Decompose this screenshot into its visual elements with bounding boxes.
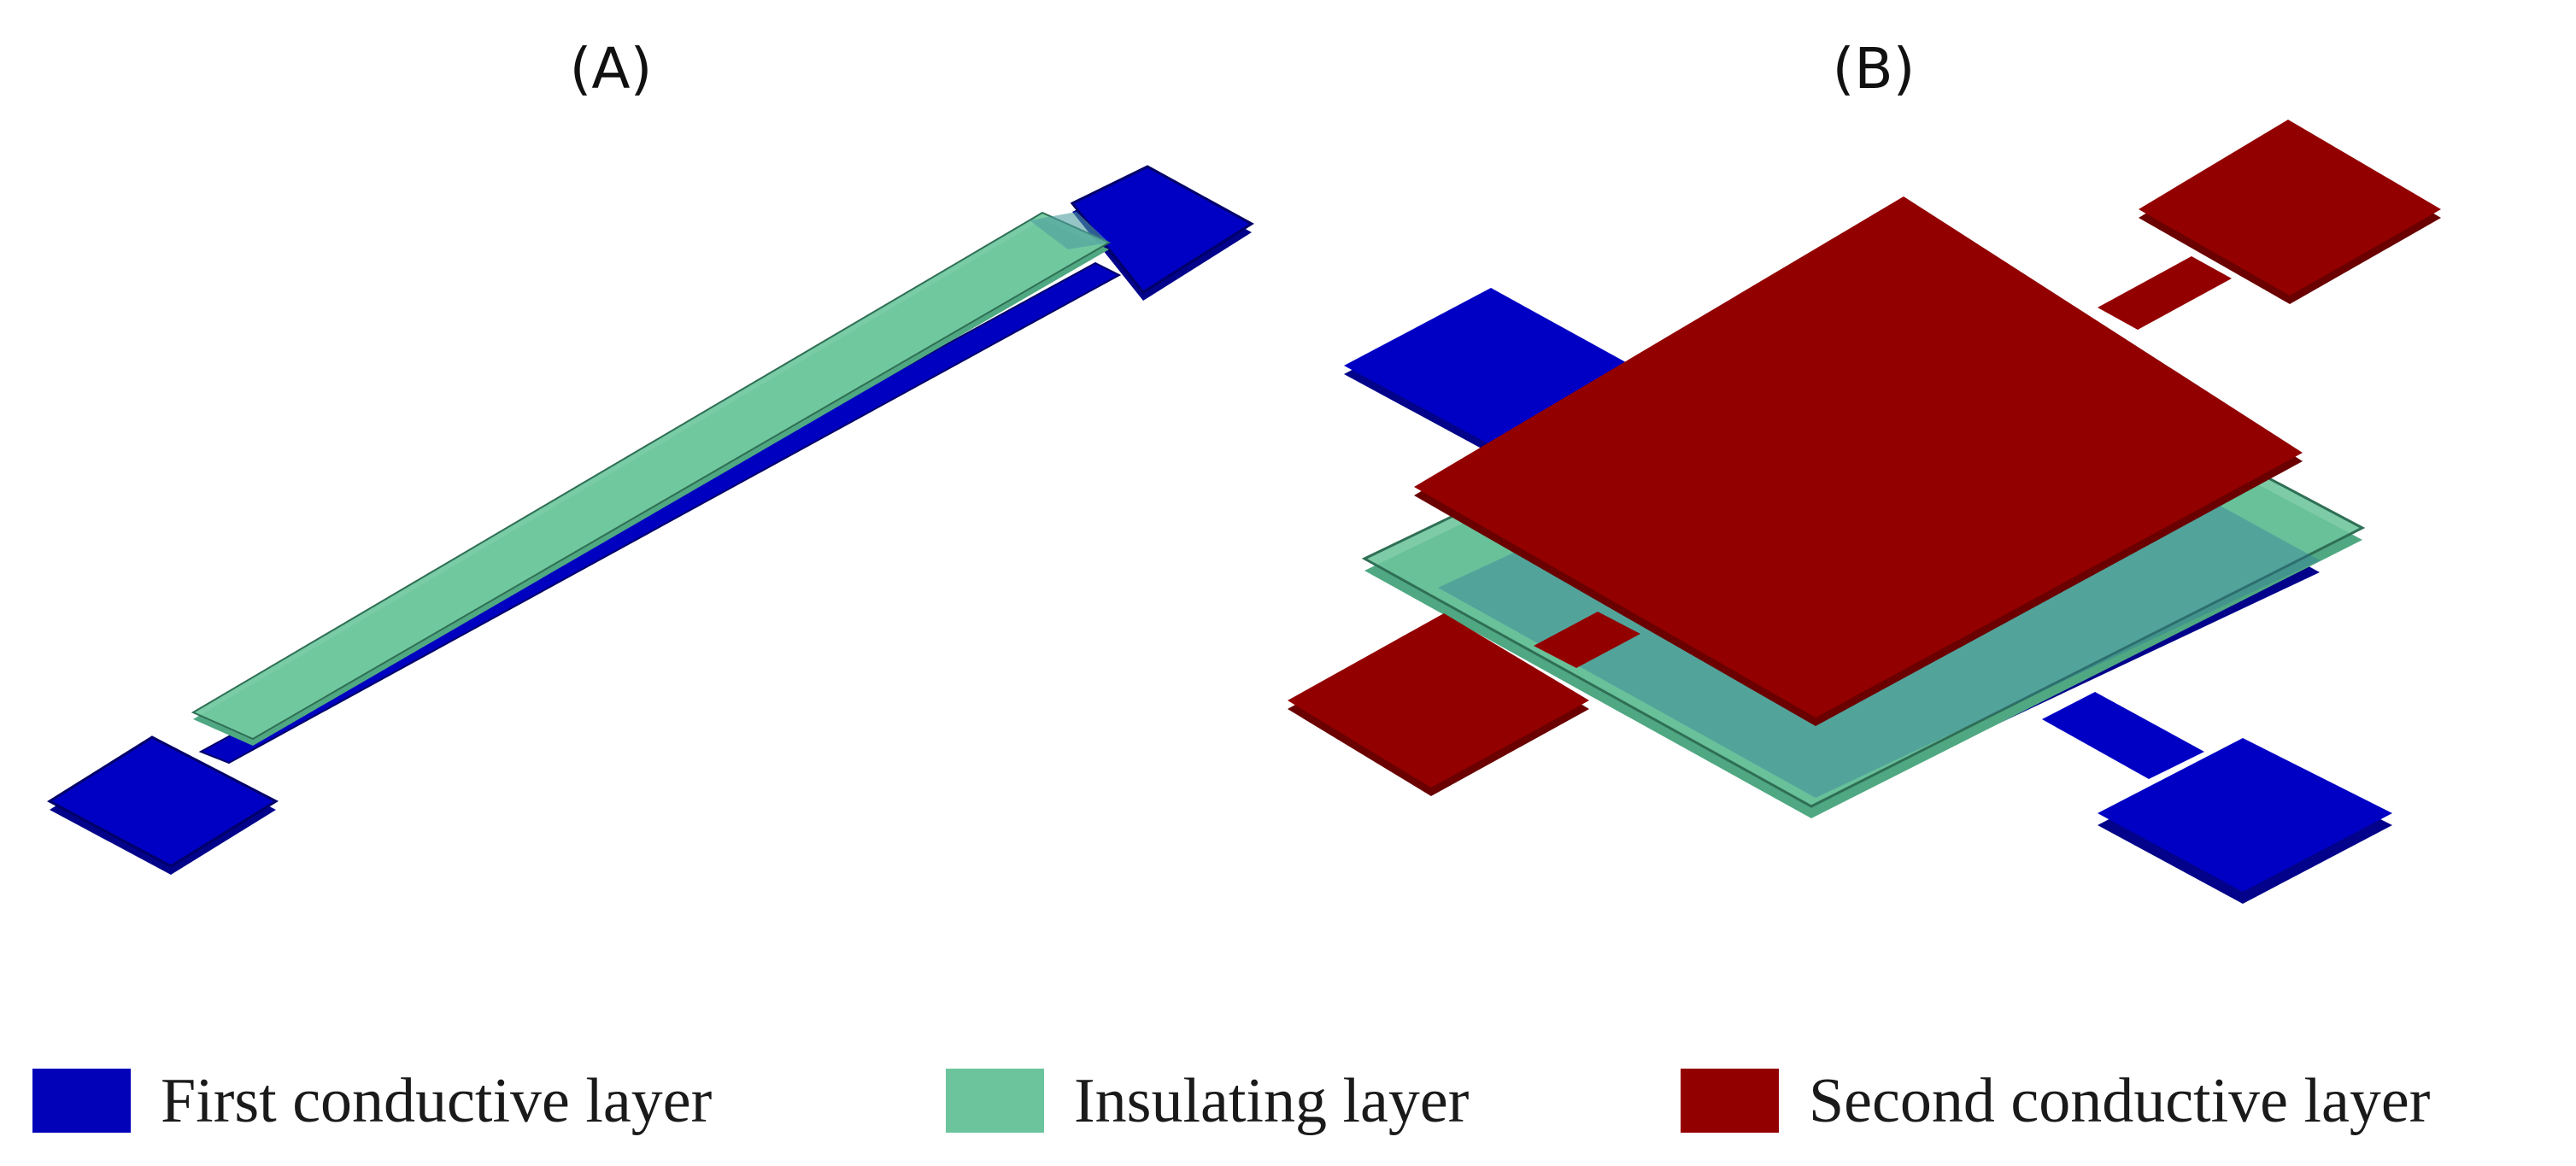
panel-b-pad-upper-right xyxy=(2139,120,2441,296)
panel-b-second-conductive-layer xyxy=(1288,120,2441,796)
legend-swatch-first-conductive xyxy=(32,1069,131,1133)
legend-label-insulating: Insulating layer xyxy=(1074,1066,1470,1136)
legend-label-first-conductive: First conductive layer xyxy=(161,1066,713,1136)
legend-label-second-conductive: Second conductive layer xyxy=(1809,1066,2431,1136)
legend: First conductive layer Insulating layer … xyxy=(0,1063,2576,1149)
legend-swatch-second-conductive xyxy=(1681,1069,1779,1133)
panel-b-pad-lower-right xyxy=(2098,738,2392,892)
panel-b-top-plate xyxy=(1414,196,2303,718)
panel-a-label: (A) xyxy=(569,36,653,102)
panel-a-insulating-layer xyxy=(191,211,1112,746)
legend-swatch-insulating xyxy=(946,1069,1044,1133)
panel-b-pad-lower-left xyxy=(1288,613,1589,788)
panel-a-first-conductive-layer xyxy=(47,165,1254,875)
panel-a-diagram xyxy=(47,165,1254,875)
panel-b-diagram xyxy=(1288,120,2441,904)
panel-b-label: (B) xyxy=(1832,36,1916,102)
